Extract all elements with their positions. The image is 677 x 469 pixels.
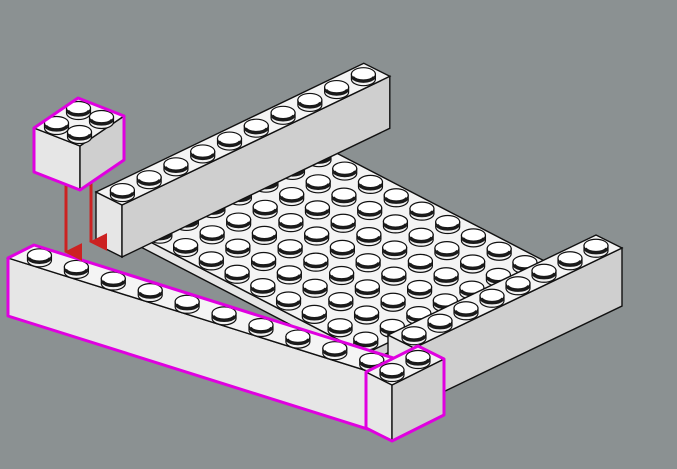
brick-assembly-diagram [0, 0, 677, 469]
